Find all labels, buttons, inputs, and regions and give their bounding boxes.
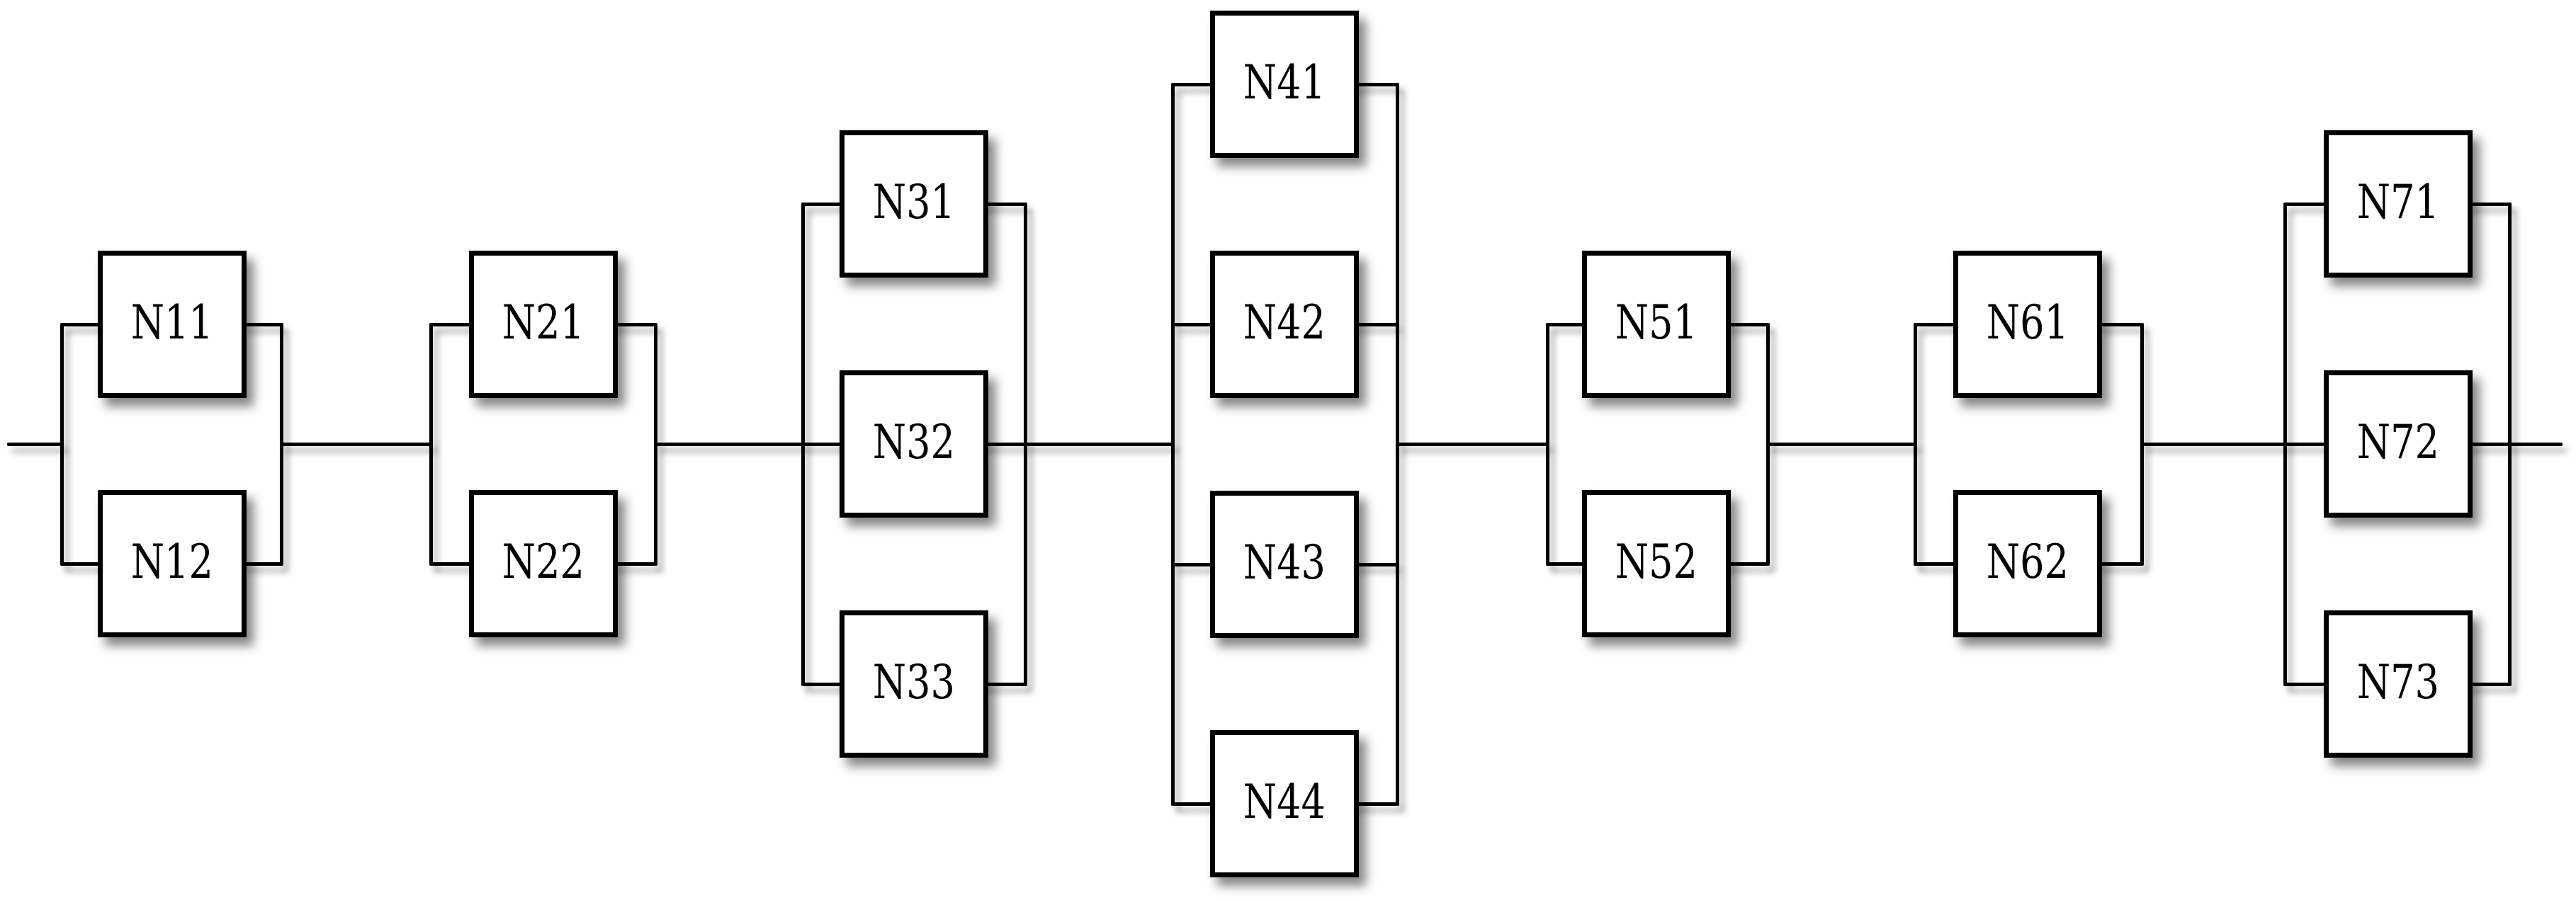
block-label: N21 <box>502 295 585 350</box>
block-box-N62: N62 <box>1953 490 2102 637</box>
branch-link-left <box>1173 562 1217 566</box>
block-label: N32 <box>872 415 956 469</box>
parallel-rail-right <box>1766 322 1770 566</box>
branch-link-left <box>1547 562 1589 566</box>
block-box-N51: N51 <box>1582 251 1731 398</box>
block-label: N31 <box>872 175 956 229</box>
exit-link <box>2508 442 2563 446</box>
branch-link-right <box>2465 202 2509 206</box>
branch-link-left <box>1173 322 1217 326</box>
block-box-N73: N73 <box>2324 610 2473 758</box>
block-label: N41 <box>1243 55 1326 110</box>
block-box-N32: N32 <box>840 370 988 518</box>
branch-link-right <box>981 442 1025 446</box>
branch-link-right <box>1724 322 1768 326</box>
block-box-N12: N12 <box>98 490 247 637</box>
block-label: N11 <box>130 295 214 350</box>
parallel-rail-left <box>429 322 433 566</box>
branch-link-right <box>611 562 655 566</box>
branch-link-right <box>1352 562 1397 566</box>
branch-link-left <box>803 682 847 686</box>
block-box-N41: N41 <box>1210 11 1359 158</box>
branch-link-right <box>1352 82 1397 86</box>
branch-link-left <box>803 442 847 446</box>
series-link <box>2140 442 2286 446</box>
block-label: N42 <box>1243 295 1326 350</box>
branch-link-left <box>1915 562 1960 566</box>
block-box-N43: N43 <box>1210 491 1359 638</box>
block-label: N44 <box>1243 775 1326 829</box>
series-link <box>280 442 432 446</box>
parallel-rail-right <box>2507 202 2512 686</box>
block-box-N44: N44 <box>1210 730 1359 877</box>
branch-link-left <box>62 562 105 566</box>
block-box-N42: N42 <box>1210 251 1359 398</box>
block-label: N43 <box>1243 535 1326 590</box>
series-link <box>1766 442 1916 446</box>
branch-link-left <box>803 202 847 206</box>
block-box-N33: N33 <box>840 610 988 758</box>
block-label: N33 <box>872 655 956 710</box>
branch-link-left <box>2285 202 2331 206</box>
branch-link-right <box>2465 442 2509 446</box>
branch-link-right <box>611 322 655 326</box>
parallel-rail-right <box>1023 202 1027 686</box>
block-box-N61: N61 <box>1953 251 2102 398</box>
branch-link-right <box>981 682 1025 686</box>
parallel-rail-left <box>60 322 64 566</box>
branch-link-right <box>2465 682 2509 686</box>
parallel-rail-right <box>2140 322 2144 566</box>
branch-link-left <box>431 322 476 326</box>
parallel-rail-right <box>653 322 657 566</box>
block-box-N52: N52 <box>1582 490 1731 637</box>
block-label: N62 <box>1986 535 2069 589</box>
block-box-N11: N11 <box>98 251 247 398</box>
block-box-N71: N71 <box>2324 130 2473 278</box>
branch-link-right <box>239 562 281 566</box>
block-box-N21: N21 <box>469 251 618 398</box>
branch-link-left <box>1173 802 1217 806</box>
block-label: N52 <box>1615 535 1698 589</box>
entry-link <box>7 442 64 446</box>
block-box-N22: N22 <box>469 490 618 637</box>
branch-link-left <box>62 322 105 326</box>
block-label: N12 <box>130 535 214 589</box>
parallel-rail-left <box>1913 322 1917 566</box>
branch-link-right <box>1724 562 1768 566</box>
series-link <box>654 442 804 446</box>
branch-link-left <box>1173 82 1217 86</box>
branch-link-right <box>981 202 1025 206</box>
branch-link-right <box>1352 322 1397 326</box>
block-label: N61 <box>1986 295 2069 350</box>
parallel-rail-right <box>279 322 283 566</box>
branch-link-left <box>1547 322 1589 326</box>
series-link <box>1024 442 1174 446</box>
block-box-N31: N31 <box>840 130 988 278</box>
branch-link-right <box>1352 802 1397 806</box>
parallel-rail-left <box>1170 82 1175 806</box>
series-link <box>1396 442 1549 446</box>
branch-link-left <box>2285 442 2331 446</box>
branch-link-right <box>2095 322 2142 326</box>
branch-link-left <box>431 562 476 566</box>
branch-link-left <box>1915 322 1960 326</box>
branch-link-left <box>2285 682 2331 686</box>
parallel-rail-left <box>1545 322 1549 566</box>
branch-link-right <box>2095 562 2142 566</box>
block-label: N73 <box>2356 655 2440 710</box>
block-label: N51 <box>1615 295 1698 350</box>
block-label: N22 <box>502 535 585 589</box>
block-label: N72 <box>2356 415 2440 469</box>
branch-link-right <box>239 322 281 326</box>
parallel-rail-right <box>1395 82 1399 806</box>
block-label: N71 <box>2356 175 2440 229</box>
block-box-N72: N72 <box>2324 370 2473 518</box>
